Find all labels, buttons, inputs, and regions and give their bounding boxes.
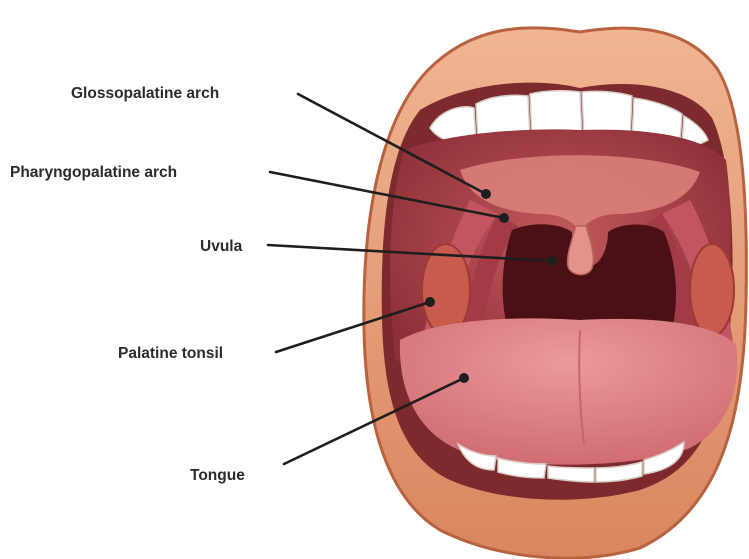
label-pharyngopalatine-arch: Pharyngopalatine arch — [10, 164, 177, 181]
dot-palatine-tonsil — [425, 297, 435, 307]
dot-tongue — [459, 373, 469, 383]
label-uvula: Uvula — [200, 238, 243, 255]
label-tongue: Tongue — [190, 467, 245, 484]
right-palatine-tonsil — [690, 244, 734, 336]
dot-pharyngopalatine — [499, 213, 509, 223]
dot-glossopalatine — [481, 189, 491, 199]
label-glossopalatine-arch: Glossopalatine arch — [71, 85, 219, 102]
dot-uvula — [547, 256, 557, 266]
label-palatine-tonsil: Palatine tonsil — [118, 345, 223, 362]
left-palatine-tonsil — [422, 244, 470, 336]
tongue — [400, 318, 737, 464]
